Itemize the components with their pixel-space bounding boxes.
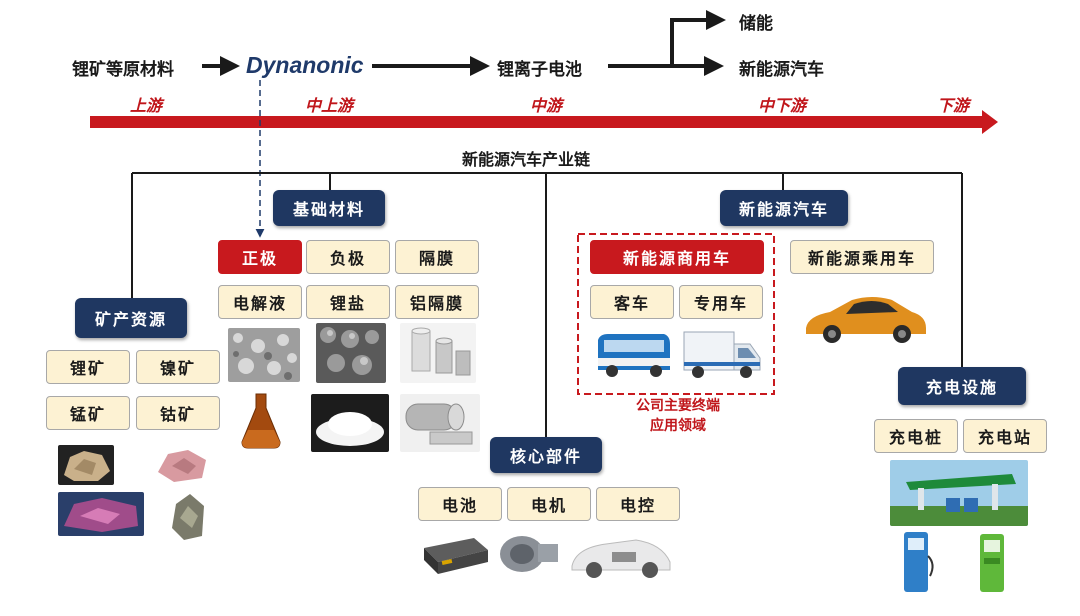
chip-electrolyte: 电解液 [218,285,302,319]
company-label: Dynanonic [246,52,364,78]
commercial-frame [577,233,775,395]
chip-lithium-ore: 锂矿 [46,350,130,384]
stage-mid-downstream: 中下游 [758,96,807,115]
chip-nickel-ore: 镍矿 [136,350,220,384]
aluminum-film-image [400,394,480,452]
red-stage-arrow [90,110,998,134]
stage-downstream: 下游 [937,96,970,115]
mineral-header: 矿产资源 [75,298,187,338]
stage-mid-upstream: 中上游 [305,96,354,115]
core-parts-header: 核心部件 [490,437,602,473]
chip-battery: 电池 [418,487,502,521]
base-materials-header: 基础材料 [273,190,385,226]
chip-charging-pile: 充电桩 [874,419,958,453]
separator-rolls-image [400,323,476,383]
manganese-ore-image [58,492,144,536]
nev-header: 新能源汽车 [720,190,848,226]
chip-lithium-salt: 锂盐 [306,285,390,319]
chip-bus: 客车 [590,285,674,319]
chip-separator: 隔膜 [395,240,479,274]
charging-station-image [890,460,1028,526]
bus-image [594,328,674,380]
battery-pack-image [420,530,490,578]
charging-header: 充电设施 [898,367,1026,405]
raw-material-label: 锂矿等原材料 [72,60,174,80]
van-image [680,326,764,386]
passenger-car-image [800,286,930,346]
flow-arrow-branch [670,10,726,66]
chip-cobalt-ore: 钴矿 [136,396,220,430]
tree-lines [131,172,963,437]
lithium-salt-powder-image [311,394,389,452]
cathode-powder-image [228,328,300,382]
lithium-salt-crystal-image [316,323,386,383]
chip-nev-commercial: 新能源商用车 [590,240,764,274]
stage-upstream: 上游 [130,96,163,115]
charging-pile-green-image [972,532,1012,596]
chip-controller: 电控 [596,487,680,521]
chip-anode: 负极 [306,240,390,274]
chip-nev-passenger: 新能源乘用车 [790,240,934,274]
chip-cathode: 正极 [218,240,302,274]
note-line-2: 应用领域 [650,418,706,434]
output-storage-label: 储能 [739,14,773,34]
electrolyte-flask-image [236,390,286,450]
nickel-ore-image [154,444,210,486]
stage-midstream: 中游 [530,96,563,115]
chip-aluminum-film: 铝隔膜 [395,285,479,319]
chip-charging-station: 充电站 [963,419,1047,453]
battery-label: 锂离子电池 [497,60,582,80]
lithium-ore-image [58,445,114,485]
chip-manganese-ore: 锰矿 [46,396,130,430]
chip-special-vehicle: 专用车 [679,285,763,319]
controller-car-image [566,526,676,580]
output-nev-label: 新能源汽车 [739,60,824,80]
charging-pile-blue-image [898,530,938,596]
chain-title: 新能源汽车产业链 [462,150,591,169]
motor-image [492,528,562,578]
note-line-1: 公司主要终端 [636,398,720,414]
chip-motor: 电机 [507,487,591,521]
cobalt-ore-image [166,488,210,544]
